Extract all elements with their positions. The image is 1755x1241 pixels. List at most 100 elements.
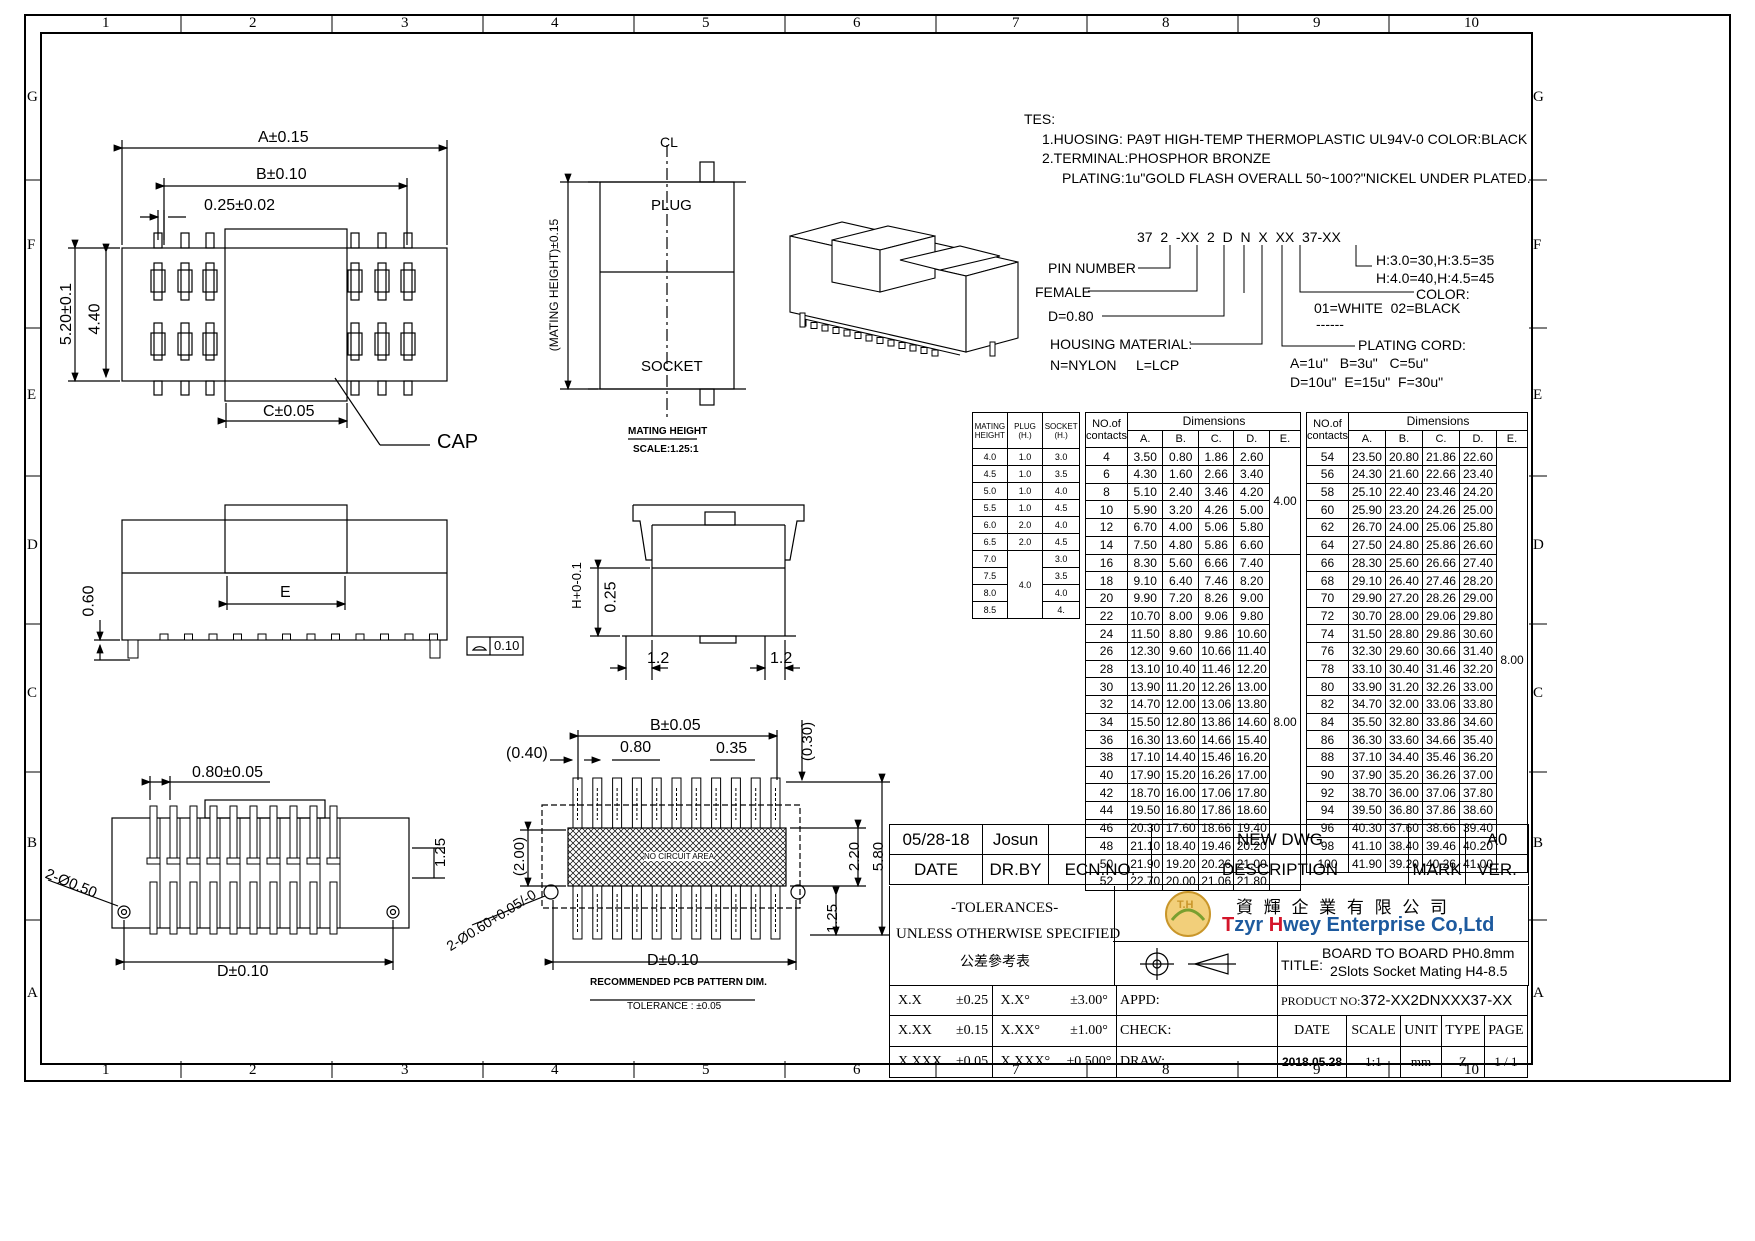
- pad: [572, 777, 583, 829]
- dim-cell: 5.06: [1197, 518, 1235, 537]
- grid-letter-left: E: [27, 387, 37, 403]
- pin-body: [400, 269, 416, 293]
- pin: [282, 633, 291, 641]
- dim-cell: 9.00: [1233, 588, 1270, 608]
- dim-cell: 4.30: [1126, 465, 1164, 484]
- dim-cell: 36.26: [1421, 765, 1460, 785]
- dim-cell: 15.40: [1233, 730, 1270, 750]
- dim-cell: 33.90: [1347, 677, 1386, 696]
- dim-cell: 29.90: [1347, 588, 1386, 608]
- dim-cell: 8.00: [1162, 606, 1199, 626]
- dim-cell: 25.90: [1347, 500, 1386, 520]
- dim-125-left: 1.25: [432, 837, 450, 868]
- dim-cell: 12: [1085, 518, 1128, 537]
- company-en-1: zyr: [1234, 914, 1269, 936]
- pin: [249, 881, 258, 935]
- symbol-box: [1113, 941, 1278, 986]
- pad: [592, 885, 603, 940]
- pin: [403, 322, 413, 361]
- dim-cell: 24.26: [1421, 500, 1460, 520]
- dim-cell: 26.60: [1458, 535, 1498, 555]
- dim-col-header: E.: [1496, 429, 1528, 449]
- grid-letter-left: B: [27, 835, 38, 851]
- dim-cell: 29.00: [1458, 588, 1498, 608]
- dim-cell: 14.66: [1197, 730, 1235, 750]
- dim-cell: 7.46: [1197, 571, 1235, 590]
- mh-cell: 2.0: [1006, 516, 1044, 534]
- dim-cell: 64: [1306, 535, 1349, 555]
- pc-plating-label: PLATING CORD:: [1358, 337, 1466, 353]
- dim-cell: 2.66: [1197, 465, 1235, 484]
- dim-cell: 31.40: [1458, 641, 1498, 661]
- pad: [711, 777, 722, 829]
- pc-plating2: D=10u" E=15u" F=30u": [1290, 374, 1444, 390]
- dim-cell: 38.70: [1347, 783, 1386, 803]
- dim-cell: 29.60: [1384, 641, 1423, 661]
- pin: [189, 881, 198, 935]
- no-circuit-label: NO CIRCUIT AREA: [644, 852, 715, 861]
- part-code: 37 2 -XX 2 D N X XX 37-XX: [1137, 229, 1341, 245]
- product-cell: PRODUCT NO:372-XX2DNXXX37-XX: [1277, 985, 1528, 1016]
- dim-col-header: E.: [1269, 429, 1301, 449]
- pin: [269, 881, 278, 935]
- pin: [149, 881, 158, 935]
- dim-cell: 9.60: [1162, 641, 1199, 661]
- dim-cell: 22.40: [1384, 482, 1423, 502]
- mh-cell: 4.: [1042, 601, 1080, 619]
- pin: [821, 324, 829, 332]
- dim-cell: 26: [1085, 641, 1128, 661]
- dim-025: 0.25: [602, 581, 620, 613]
- dim-cell: 24.30: [1347, 465, 1386, 484]
- mh-cell: 4.0: [972, 448, 1008, 466]
- dim-cell: 12.80: [1162, 712, 1199, 732]
- grid-letter-right: F: [1533, 237, 1542, 253]
- pin-body: [347, 332, 363, 356]
- mh-cell: 3.0: [1042, 550, 1080, 568]
- mh-cell: 8.0: [972, 584, 1008, 602]
- dim-d-left: D±0.10: [217, 963, 269, 980]
- dim-cell: 21.60: [1384, 465, 1423, 484]
- pad: [671, 777, 682, 829]
- dim-e-cell: 4.00: [1269, 447, 1301, 555]
- pin: [269, 805, 278, 859]
- dim-cell: 8.80: [1162, 624, 1199, 643]
- dim-cell: 30.70: [1347, 606, 1386, 626]
- pad: [651, 885, 662, 940]
- pin: [920, 347, 928, 354]
- dim-cell: 33.86: [1421, 712, 1460, 732]
- dim-cell: 18: [1085, 571, 1128, 590]
- dim-cell: 8: [1085, 482, 1128, 502]
- pin: [350, 380, 360, 396]
- dim-cell: 5.60: [1162, 553, 1199, 573]
- dim-040: (0.40): [506, 745, 548, 762]
- dim-cell: 9.86: [1197, 624, 1235, 643]
- pad: [691, 885, 702, 940]
- pin-body: [374, 269, 390, 293]
- grid-ticks: [24, 14, 1547, 1078]
- dim-cell: 24.80: [1384, 535, 1423, 555]
- dim-cell: 26.40: [1384, 571, 1423, 590]
- dim-cell: 30.40: [1384, 659, 1423, 679]
- dim-cell: 3.20: [1162, 500, 1199, 520]
- pin: [208, 633, 218, 641]
- dim-440: 4.40: [86, 303, 104, 335]
- dim-cell: 32.80: [1384, 712, 1423, 732]
- dim-cell: 28.00: [1384, 606, 1423, 626]
- dim-cell: 35.40: [1458, 730, 1498, 750]
- dim-cell: 29.10: [1347, 571, 1386, 590]
- dim-e: E: [280, 584, 291, 601]
- dim-pitch-080: 0.80±0.05: [192, 764, 264, 781]
- pin: [350, 322, 360, 361]
- h-drby: DR.BY: [982, 854, 1049, 885]
- product-label: PRODUCT NO:: [1281, 994, 1361, 1008]
- pin-foot: [206, 857, 221, 865]
- dim-cell: 6.60: [1233, 535, 1270, 555]
- pin-body: [202, 332, 218, 356]
- dim-a: A±0.15: [258, 129, 309, 146]
- dim-cell: 32.20: [1458, 659, 1498, 679]
- dim-200: (2.00): [511, 836, 529, 877]
- pin: [377, 262, 387, 301]
- outer-border: [24, 14, 1731, 1082]
